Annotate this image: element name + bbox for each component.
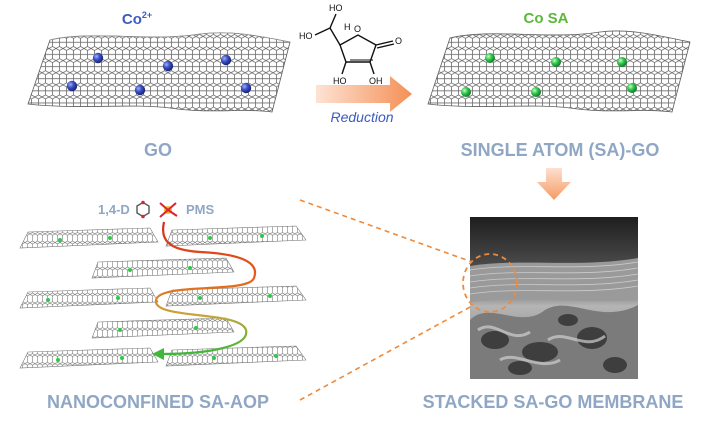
cobalt-ion-label: Co2+: [122, 10, 152, 28]
cobalt-ion-markers: [66, 52, 252, 96]
cobalt-ion: [240, 82, 252, 94]
molecule-atom-label: HO: [299, 31, 313, 41]
pms-molecule-icon: [159, 202, 178, 218]
go-label: GO: [144, 140, 172, 160]
stacking-arrow: [537, 168, 571, 200]
go-sheet-panel: Co2+ GO: [27, 10, 291, 160]
cobalt-ion: [134, 84, 146, 96]
magnifier-circle: [462, 253, 518, 313]
molecule-atom-labels: HO H HO O O HO OH: [299, 3, 402, 86]
sa-go-sheet: [427, 30, 691, 113]
molecule-atom-label: O: [354, 24, 361, 34]
go-sheet-layer: [165, 345, 307, 367]
go-sheet-layer: [165, 285, 307, 307]
cobalt-ion: [220, 54, 232, 66]
single-atom-markers: [461, 53, 637, 97]
cobalt-single-atom: [531, 87, 541, 97]
cobalt-single-atom: [551, 57, 561, 67]
go-sheet: [27, 32, 291, 113]
zoom-connector-line: [299, 199, 473, 263]
molecule-atom-label: OH: [369, 76, 383, 86]
co-sa-label: Co SA: [524, 10, 569, 27]
single-atom-go-label: SINGLE ATOM (SA)-GO: [461, 140, 660, 160]
cobalt-single-atom: [627, 83, 637, 93]
go-sheet-layer: [19, 287, 159, 309]
go-sheet-layer: [19, 347, 159, 369]
sem-membrane-image: STACKED SA-GO MEMBRANE: [423, 217, 684, 412]
go-sheet-layer: [91, 317, 235, 339]
dioxane-molecule-icon: [136, 200, 150, 219]
cobalt-single-atom: [485, 53, 495, 63]
molecule-atom-label: HO: [329, 3, 343, 13]
cobalt-ion: [66, 80, 78, 92]
stacked-membrane-label: STACKED SA-GO MEMBRANE: [423, 392, 684, 412]
molecule-atom-label: HO: [333, 76, 347, 86]
reactant-flow-path: [154, 221, 257, 356]
go-sheet-layer: [19, 227, 159, 249]
flow-arrow-head: [152, 348, 164, 360]
pms-label: PMS: [186, 202, 215, 217]
reduction-label: Reduction: [330, 109, 393, 125]
cobalt-single-atom: [461, 87, 471, 97]
dioxane-label: 1,4-D: [98, 202, 130, 217]
cobalt-ion: [162, 60, 174, 72]
ascorbic-acid-molecule: [314, 13, 395, 75]
cobalt-single-atom: [617, 57, 627, 67]
go-sheet-layer: [91, 257, 235, 279]
molecule-atom-label: H: [344, 22, 351, 32]
sa-go-sheet-panel: Co SA SINGLE ATOM (SA)-GO: [427, 10, 691, 160]
nanoconfined-label: NANOCONFINED SA-AOP: [47, 392, 269, 412]
cobalt-ion: [92, 52, 104, 64]
go-sheet-layer: [165, 225, 307, 247]
zoom-connector-line: [299, 305, 473, 401]
reduction-arrow: [316, 76, 412, 112]
layer-single-atom-markers: [46, 234, 278, 362]
nanoconfined-stack: 1,4-D PMS NANOCONFINED SA-AOP: [19, 200, 307, 412]
molecule-atom-label: O: [395, 36, 402, 46]
